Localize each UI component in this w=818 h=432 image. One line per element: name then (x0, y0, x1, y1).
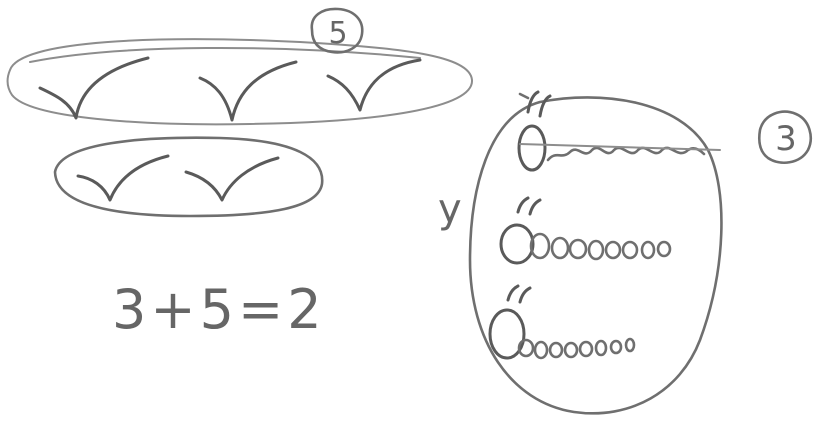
top-oval-group (6, 38, 474, 126)
check-mark (326, 58, 422, 112)
check-mark (76, 154, 170, 202)
circled-label-top-text: 5 (328, 16, 347, 51)
caterpillar (488, 284, 636, 360)
equation-text: 3+5=2 (112, 278, 326, 341)
label-circle (310, 7, 364, 54)
label-circle (757, 110, 812, 164)
bottom-oval (53, 136, 324, 218)
right-oval (468, 96, 723, 415)
check-mark (198, 60, 298, 122)
top-oval (6, 38, 474, 126)
check-mark (38, 56, 150, 120)
circled-label-right-text: 3 (775, 119, 797, 159)
right-oval-group (468, 90, 723, 415)
side-label: y (438, 186, 462, 232)
top-oval-retrace (29, 46, 421, 63)
circled-label-top: 5 (310, 7, 364, 54)
equation-group: 3+5=2 (112, 278, 326, 341)
bottom-oval-group (53, 136, 324, 218)
caterpillar (499, 196, 672, 265)
check-mark (184, 156, 280, 202)
circled-label-right: 3 (757, 110, 812, 164)
caterpillar (517, 90, 721, 172)
